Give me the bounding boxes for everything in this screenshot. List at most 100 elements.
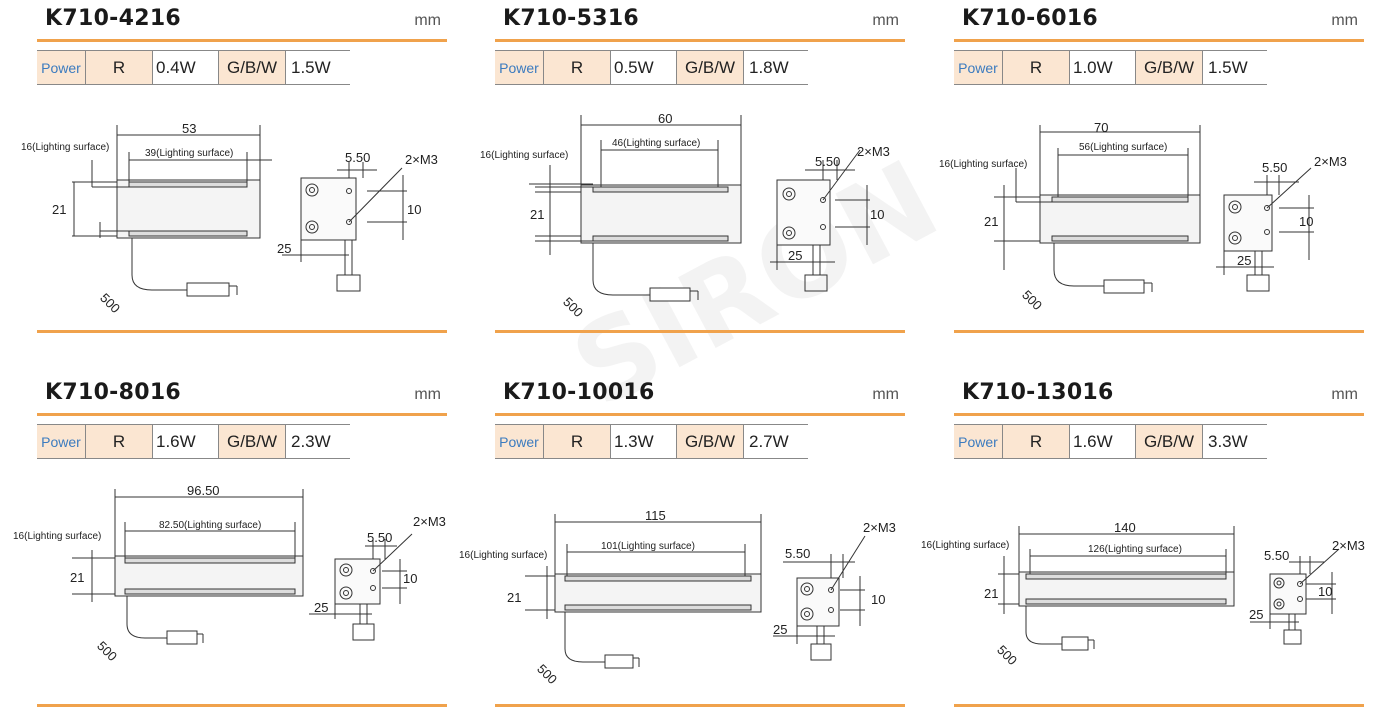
r-label: R bbox=[1003, 425, 1070, 458]
power-table: Power R 0.5W G/B/W 1.8W bbox=[495, 50, 808, 85]
r-label: R bbox=[1003, 51, 1070, 84]
power-r-value: 1.6W bbox=[153, 425, 219, 458]
gbw-label: G/B/W bbox=[677, 51, 744, 84]
dim-cable: 500 bbox=[1019, 287, 1045, 313]
dim-hole-spacing: 10 bbox=[403, 571, 417, 586]
dim-holes: 2×M3 bbox=[863, 520, 896, 535]
dim-length: 70 bbox=[1094, 120, 1108, 135]
unit-label: mm bbox=[1331, 12, 1358, 29]
product-card-k710-8016: K710-8016 mm Power R 1.6W G/B/W 2.3W bbox=[13, 374, 447, 719]
dim-hole-offset: 5.50 bbox=[345, 150, 370, 165]
power-r-value: 1.0W bbox=[1070, 51, 1136, 84]
gbw-label: G/B/W bbox=[1136, 425, 1203, 458]
r-label: R bbox=[86, 51, 153, 84]
footer-rule bbox=[954, 330, 1364, 333]
footer-rule bbox=[37, 704, 447, 707]
dimension-drawing: 70 56(Lighting surface) 16(Lighting surf… bbox=[939, 120, 1347, 313]
power-label: Power bbox=[954, 51, 1003, 84]
dim-lighting-length: 126(Lighting surface) bbox=[1088, 544, 1182, 555]
power-label: Power bbox=[495, 51, 544, 84]
power-r-value: 1.3W bbox=[611, 425, 677, 458]
gbw-label: G/B/W bbox=[1136, 51, 1203, 84]
dim-cable: 500 bbox=[97, 290, 123, 316]
model-title: K710-5316 bbox=[503, 6, 640, 31]
power-gbw-value: 1.8W bbox=[749, 57, 789, 77]
dim-cable-offset: 25 bbox=[788, 248, 802, 263]
dim-height: 21 bbox=[984, 586, 998, 601]
dim-cable-offset: 25 bbox=[1237, 253, 1251, 268]
product-card-k710-10016: K710-10016 mm Power R 1.3W G/B/W 2.7W bbox=[459, 374, 905, 719]
dim-cable: 500 bbox=[94, 638, 120, 664]
dim-hole-offset: 5.50 bbox=[815, 154, 840, 169]
header-rule bbox=[37, 413, 447, 416]
dim-height: 21 bbox=[52, 202, 66, 217]
product-card-k710-5316: K710-5316 mm Power R 0.5W G/B/W 1.8W bbox=[480, 0, 905, 345]
power-table: Power R 1.0W G/B/W 1.5W bbox=[954, 50, 1267, 85]
model-title: K710-10016 bbox=[503, 380, 655, 405]
dim-length: 96.50 bbox=[187, 483, 220, 498]
unit-label: mm bbox=[414, 386, 441, 403]
dim-hole-spacing: 10 bbox=[1318, 584, 1332, 599]
dimension-drawing: 140 126(Lighting surface) 16(Lighting su… bbox=[921, 520, 1365, 668]
dim-holes: 2×M3 bbox=[413, 514, 446, 529]
dim-lighting-height: 16(Lighting surface) bbox=[459, 550, 547, 561]
footer-rule bbox=[495, 704, 905, 707]
gbw-label: G/B/W bbox=[677, 425, 744, 458]
power-gbw-value: 2.7W bbox=[749, 431, 789, 451]
footer-rule bbox=[495, 330, 905, 333]
dim-length: 140 bbox=[1114, 520, 1136, 535]
dim-hole-spacing: 10 bbox=[871, 592, 885, 607]
gbw-label: G/B/W bbox=[219, 51, 286, 84]
r-label: R bbox=[86, 425, 153, 458]
power-table: Power R 0.4W G/B/W 1.5W bbox=[37, 50, 350, 85]
dim-lighting-height: 16(Lighting surface) bbox=[480, 150, 568, 161]
dim-hole-spacing: 10 bbox=[407, 202, 421, 217]
power-label: Power bbox=[37, 425, 86, 458]
dimension-drawing: 60 46(Lighting surface) 16(Lighting surf… bbox=[480, 111, 890, 320]
unit-label: mm bbox=[1331, 386, 1358, 403]
dim-holes: 2×M3 bbox=[1314, 154, 1347, 169]
dim-hole-offset: 5.50 bbox=[367, 530, 392, 545]
dim-lighting-height: 16(Lighting surface) bbox=[921, 540, 1009, 551]
dim-cable: 500 bbox=[994, 642, 1020, 668]
header-rule bbox=[37, 39, 447, 42]
dim-lighting-length: 101(Lighting surface) bbox=[601, 541, 695, 552]
model-title: K710-6016 bbox=[962, 6, 1099, 31]
power-gbw-value: 1.5W bbox=[1208, 57, 1248, 77]
dim-hole-offset: 5.50 bbox=[1262, 160, 1287, 175]
model-title: K710-4216 bbox=[45, 6, 182, 31]
gbw-label: G/B/W bbox=[219, 425, 286, 458]
header-rule bbox=[495, 39, 905, 42]
dim-lighting-length: 82.50(Lighting surface) bbox=[159, 520, 261, 531]
power-label: Power bbox=[495, 425, 544, 458]
dim-lighting-height: 16(Lighting surface) bbox=[939, 159, 1027, 170]
r-label: R bbox=[544, 51, 611, 84]
dim-cable: 500 bbox=[534, 661, 560, 687]
unit-label: mm bbox=[414, 12, 441, 29]
dim-lighting-height: 16(Lighting surface) bbox=[21, 142, 109, 153]
power-gbw-value: 1.5W bbox=[291, 57, 331, 77]
header-rule bbox=[954, 39, 1364, 42]
dim-hole-spacing: 10 bbox=[870, 207, 884, 222]
dim-height: 21 bbox=[70, 570, 84, 585]
power-table: Power R 1.6W G/B/W 2.3W bbox=[37, 424, 350, 459]
dim-cable: 500 bbox=[560, 294, 586, 320]
dim-holes: 2×M3 bbox=[857, 144, 890, 159]
footer-rule bbox=[954, 704, 1364, 707]
dimension-drawing: 115 101(Lighting surface) 16(Lighting su… bbox=[459, 508, 896, 687]
unit-label: mm bbox=[872, 386, 899, 403]
dim-lighting-length: 46(Lighting surface) bbox=[612, 138, 700, 149]
dim-holes: 2×M3 bbox=[1332, 538, 1365, 553]
header-rule bbox=[495, 413, 905, 416]
dim-cable-offset: 25 bbox=[1249, 607, 1263, 622]
dim-hole-offset: 5.50 bbox=[785, 546, 810, 561]
dim-hole-offset: 5.50 bbox=[1264, 548, 1289, 563]
dim-lighting-length: 56(Lighting surface) bbox=[1079, 142, 1167, 153]
dim-cable-offset: 25 bbox=[277, 241, 291, 256]
product-card-k710-13016: K710-13016 mm Power R 1.6W G/B/W 3.3W bbox=[921, 374, 1365, 719]
power-label: Power bbox=[954, 425, 1003, 458]
dim-height: 21 bbox=[507, 590, 521, 605]
power-r-value: 0.4W bbox=[153, 51, 219, 84]
dim-height: 21 bbox=[530, 207, 544, 222]
dimension-drawing: 96.50 82.50(Lighting surface) 16(Lightin… bbox=[13, 483, 446, 664]
